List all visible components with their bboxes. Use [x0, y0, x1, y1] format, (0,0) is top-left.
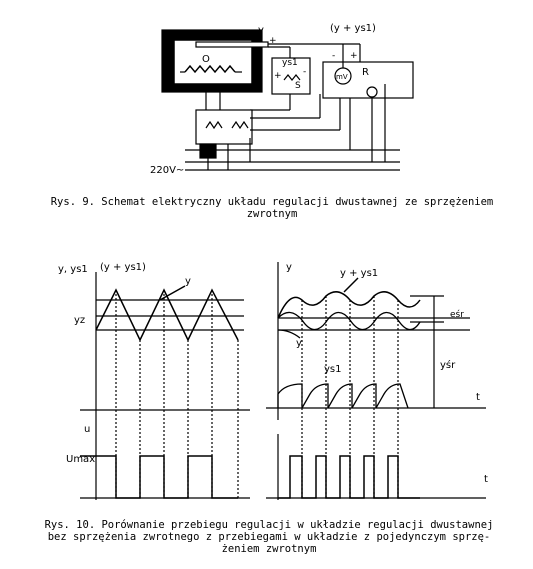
- minus-s-label: -: [303, 67, 306, 77]
- right-control-square-wave: [278, 455, 420, 499]
- feedback-source: [271, 47, 311, 95]
- y-signal-label: y: [258, 25, 264, 36]
- plus-r-label: +: [350, 51, 358, 61]
- thermocouple-probe: [195, 41, 360, 48]
- right-y-curve-label: y: [296, 338, 302, 349]
- regulator-label: R: [362, 67, 369, 78]
- left-yz-label: yz: [74, 315, 85, 326]
- left-sum-label: (y + ys1): [100, 262, 146, 273]
- figure-9-caption-line1: Rys. 9. Schemat elektryczny układu regul…: [50, 196, 494, 208]
- plus-top-label: +: [269, 36, 277, 46]
- figure-10-caption: Rys. 10. Porównanie przebiegu regulacji …: [8, 519, 530, 555]
- left-dashed-markers: [115, 290, 239, 498]
- right-sum-wave: [277, 277, 421, 319]
- right-sum-label: y + ys1: [340, 268, 378, 279]
- left-triangle-wave: [95, 285, 239, 342]
- figure-10-caption-line1: Rys. 10. Porównanie przebiegu regulacji …: [44, 519, 494, 531]
- supply-lines: [185, 149, 400, 171]
- right-ysr-label: yśr: [440, 359, 456, 371]
- relay-wiring: [195, 84, 386, 170]
- ys1-label: ys1: [282, 58, 298, 68]
- right-ys1-label: ys1: [324, 364, 342, 375]
- oven-label: O: [202, 54, 210, 65]
- right-t-label-top: t: [476, 392, 480, 403]
- left-ylabel: y, ys1: [58, 264, 88, 275]
- left-umax-label: Umax: [66, 454, 95, 465]
- left-u-label: u: [84, 424, 90, 435]
- figure-9-caption-line2: zwrotnym: [246, 208, 298, 220]
- figure-9-caption: Rys. 9. Schemat elektryczny układu regul…: [12, 196, 532, 220]
- figure-10-caption-line3: żeniem zwrotnym: [221, 543, 317, 555]
- right-y-wave: [277, 311, 421, 339]
- right-e-label: eśr: [450, 309, 464, 320]
- minus-top-label: -: [332, 51, 335, 61]
- oven-block: [161, 29, 263, 93]
- left-panel-axes: [80, 272, 250, 500]
- millivoltmeter-label: mV: [336, 73, 348, 81]
- regulator-box: [322, 44, 414, 99]
- right-ys1-wave: [277, 383, 409, 409]
- supply-voltage-label: 220V~: [150, 165, 184, 176]
- left-control-square-wave: [80, 455, 238, 499]
- right-t-label-bottom: t: [484, 474, 488, 485]
- plus-s-label: +: [274, 71, 282, 81]
- left-y-curve-label: y: [185, 276, 191, 287]
- s-label: S: [295, 81, 301, 91]
- sum-signal-label: (y + ys1): [330, 23, 376, 34]
- right-ylabel: y: [286, 262, 292, 273]
- figure-10-caption-line2: bez sprzężenia zwrotnego z przebiegami w…: [47, 531, 491, 543]
